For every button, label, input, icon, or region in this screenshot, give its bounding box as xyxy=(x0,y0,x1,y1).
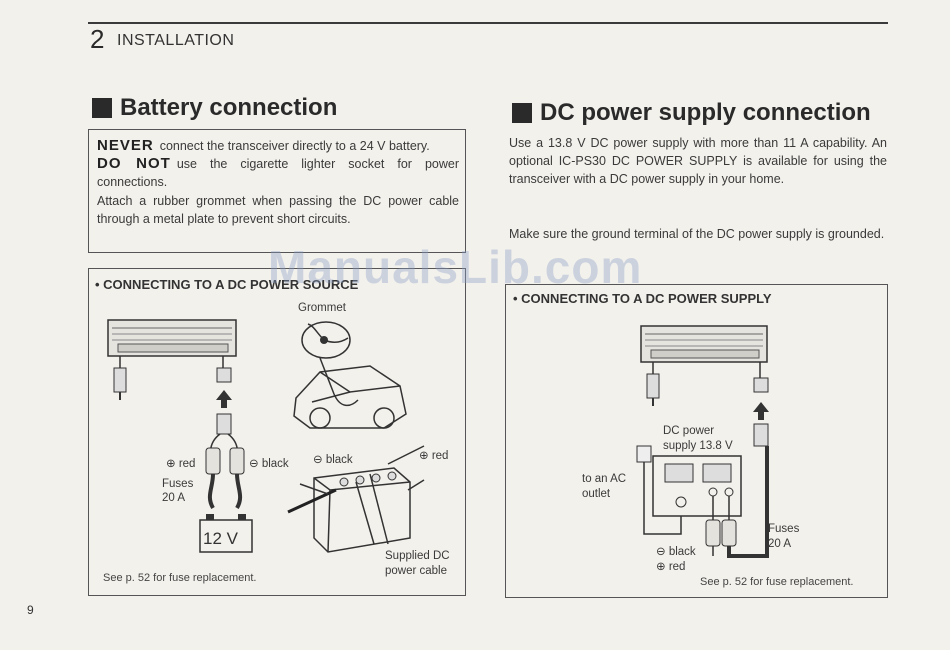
dc-supply-label-2: supply 13.8 V xyxy=(663,440,733,452)
dc-fuses-label: Fuses xyxy=(768,523,800,535)
dc-fuse-note: See p. 52 for fuse replacement. xyxy=(700,576,854,588)
supplied-cable-label-1: Supplied DC xyxy=(385,550,450,562)
dc-diagram-box xyxy=(505,284,888,598)
supplied-cable-label-2: power cable xyxy=(385,565,448,577)
never-label: NEVER xyxy=(97,137,154,154)
dc-diagram-heading: • CONNECTING TO A DC POWER SUPPLY xyxy=(513,291,772,306)
header-rule xyxy=(88,22,888,24)
fuses-value: 20 A xyxy=(162,492,186,504)
dc-supply-label-1: DC power xyxy=(663,425,715,437)
battery-red-label: ⊕ red xyxy=(419,450,449,462)
battery-cables xyxy=(287,445,425,545)
transceiver-cable-left xyxy=(113,356,127,400)
page-number: 9 xyxy=(27,603,34,617)
battery-diagram-drawing xyxy=(107,319,425,553)
chapter-title: INSTALLATION xyxy=(117,32,235,49)
transceiver-cable-right xyxy=(753,362,769,393)
battery-diagram-box xyxy=(88,268,466,596)
section-square-icon xyxy=(92,98,112,118)
fuse-red-label: ⊕ red xyxy=(166,458,196,470)
transceiver-illustration xyxy=(107,319,237,357)
grommet-label: Grommet xyxy=(298,302,346,314)
battery-black-label: ⊖ black xyxy=(313,454,353,466)
fuse-cable-assembly xyxy=(705,446,769,558)
transceiver-cable-left xyxy=(646,362,660,406)
battery-section-title: Battery connection xyxy=(92,94,337,122)
arrow-up-icon xyxy=(216,390,232,408)
battery-fuse-note: See p. 52 for fuse replacement. xyxy=(103,572,257,584)
dc-section-title: DC power supply connection xyxy=(512,99,871,127)
grommet-illustration xyxy=(301,321,351,395)
dc-paragraph-1: Use a 13.8 V DC power supply with more t… xyxy=(509,136,887,187)
transceiver-cable-right xyxy=(216,356,232,383)
fuses-label: Fuses xyxy=(162,478,194,490)
car-battery-illustration xyxy=(313,467,411,553)
chapter-number: 2 xyxy=(90,24,105,54)
transceiver-illustration xyxy=(640,325,768,363)
arrow-up-icon xyxy=(753,402,769,420)
dc-diagram-drawing xyxy=(636,325,769,558)
dc-black-label: ⊖ black xyxy=(656,546,696,558)
fuse-black-label: ⊖ black xyxy=(249,458,289,470)
power-connector xyxy=(216,413,232,435)
donot-label: DO NOT xyxy=(97,155,171,173)
dc-paragraph-2: Make sure the ground terminal of the DC … xyxy=(509,227,885,241)
battery-12v-label: 12 V xyxy=(203,529,238,548)
ac-outlet-label-2: outlet xyxy=(582,488,611,500)
battery-12v-illustration xyxy=(199,514,253,553)
grommet-paragraph: Attach a rubber grommet when passing the… xyxy=(97,193,459,226)
power-connector xyxy=(753,423,769,447)
dc-section-title-text: DC power supply connection xyxy=(540,99,871,126)
never-text: connect the transceiver directly to a 24… xyxy=(159,139,430,153)
donot-text: use the cigarette lighter socket for pow… xyxy=(97,157,459,190)
never-paragraph: NEVER connect the transceiver directly to… xyxy=(97,137,459,155)
car-illustration xyxy=(293,365,407,429)
warning-box: NEVER connect the transceiver directly to… xyxy=(88,129,466,253)
ac-outlet-illustration xyxy=(636,445,682,535)
battery-section-title-text: Battery connection xyxy=(120,94,338,121)
section-square-icon xyxy=(512,103,532,123)
dc-power-supply-illustration xyxy=(652,455,742,517)
watermark: ManualsLib.com xyxy=(268,241,643,293)
dc-fuses-value: 20 A xyxy=(768,538,792,550)
ac-outlet-label-1: to an AC xyxy=(582,473,627,485)
dc-red-label: ⊕ red xyxy=(656,561,686,573)
battery-diagram-heading: • CONNECTING TO A DC POWER SOURCE xyxy=(95,277,359,292)
fuse-cable-assembly xyxy=(205,433,245,510)
